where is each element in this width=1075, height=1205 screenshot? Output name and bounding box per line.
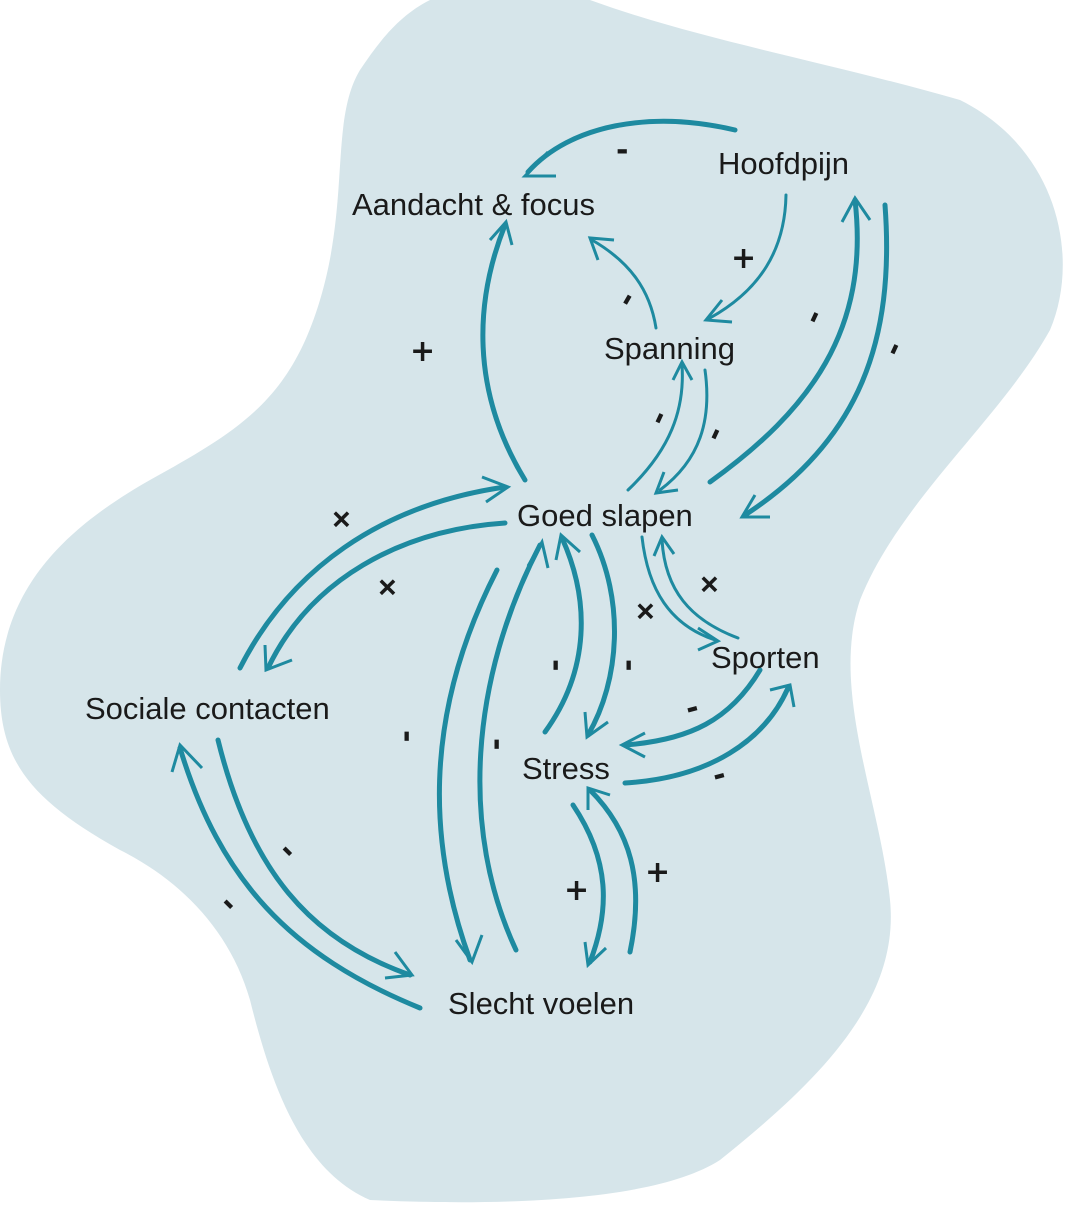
arrows xyxy=(170,118,890,1011)
arrowhead-sporten-to-goedslapen xyxy=(652,533,676,557)
arrowhead-spanning-to-goedslapen xyxy=(653,471,679,495)
node-stress: Stress xyxy=(522,751,610,786)
arrow-stress-to-slechtvoelen xyxy=(570,802,606,965)
sign-hoofdpijn-aandacht: - xyxy=(616,133,628,168)
node-labels: Aandacht & focus Hoofdpijn Spanning Goed… xyxy=(85,146,849,1021)
arrowhead-goedslapen-to-sociale xyxy=(263,644,293,673)
arrow-spanning-to-aandacht xyxy=(590,238,658,330)
arrowhead-slechtvoelen-to-goedslapen xyxy=(526,537,550,569)
arrowhead-slechtvoelen-to-stress xyxy=(586,785,611,810)
arrowhead-sociale-to-goedslapen xyxy=(481,475,512,504)
arrowhead-goedslapen-to-hoofdpijn xyxy=(840,195,872,223)
arrow-goedslapen-to-sporten xyxy=(640,535,717,642)
arrowhead-sociale-to-slechtvoelen xyxy=(384,951,415,980)
arrow-goedslapen-to-stress xyxy=(585,532,617,738)
arrow-slechtvoelen-to-goedslapen xyxy=(477,542,543,953)
arrow-goedslapen-to-aandacht xyxy=(480,222,528,483)
arrow-hoofdpijn-to-spanning xyxy=(708,193,788,320)
arrowhead-stress-to-slechtvoelen xyxy=(583,941,608,969)
arrowhead-hoofdpijn-to-aandacht xyxy=(521,150,556,178)
arrowhead-goedslapen-to-spanning xyxy=(671,358,694,381)
arrowhead-stress-to-sporten xyxy=(769,683,796,708)
arrowhead-spanning-to-aandacht xyxy=(587,236,615,261)
node-goed-slapen: Goed slapen xyxy=(517,498,693,533)
arrowhead-slechtvoelen-to-sociale xyxy=(170,742,204,773)
arrowhead-goedslapen-to-aandacht xyxy=(488,218,514,246)
sign-stress-goedslapen: - xyxy=(539,659,574,671)
arrow-slechtvoelen-to-sociale xyxy=(177,745,423,1011)
arrow-goedslapen-to-spanning xyxy=(626,363,684,492)
node-spanning: Spanning xyxy=(604,331,735,366)
arrowhead-hoofdpijn-to-goedslapen xyxy=(739,494,770,519)
arrow-stress-to-sporten xyxy=(622,685,791,786)
node-sporten: Sporten xyxy=(711,640,820,675)
arrow-spanning-to-goedslapen xyxy=(658,368,709,492)
sign-goedslapen-stress: - xyxy=(612,659,647,671)
arrowhead-goedslapen-to-stress xyxy=(583,711,609,740)
sign-slechtvoelen-goedslapen: - xyxy=(480,738,515,750)
arrow-sociale-to-slechtvoelen xyxy=(215,737,413,978)
arrow-goedslapen-to-slechtvoelen xyxy=(436,567,500,963)
arrow-goedslapen-to-sociale xyxy=(265,520,508,671)
arrow-hoofdpijn-to-goedslapen xyxy=(742,202,890,518)
arrowhead-sporten-to-stress xyxy=(618,731,646,759)
node-sociale-contacten: Sociale contacten xyxy=(85,691,330,726)
sign-goedslapen-aandacht: + xyxy=(410,334,435,369)
arrow-sporten-to-stress xyxy=(622,667,763,748)
arrow-stress-to-goedslapen xyxy=(542,535,584,735)
sign-stress-slechtvoelen: + xyxy=(564,873,589,908)
node-hoofdpijn: Hoofdpijn xyxy=(718,146,849,181)
arrowhead-goedslapen-to-slechtvoelen xyxy=(454,934,484,966)
sign-slechtvoelen-stress: + xyxy=(645,855,670,890)
arrowhead-hoofdpijn-to-spanning xyxy=(703,299,733,324)
arrowhead-goedslapen-to-sporten xyxy=(697,626,722,652)
arrow-sociale-to-goedslapen xyxy=(237,484,508,671)
arrowhead-stress-to-goedslapen xyxy=(554,532,582,561)
node-aandacht-focus: Aandacht & focus xyxy=(352,187,595,222)
node-slecht-voelen: Slecht voelen xyxy=(448,986,634,1021)
sign-goedslapen-slechtvoelen: - xyxy=(390,730,425,742)
arrow-sporten-to-goedslapen xyxy=(660,538,740,640)
arrow-goedslapen-to-hoofdpijn xyxy=(707,197,860,485)
sign-hoofdpijn-spanning: + xyxy=(731,241,756,276)
arrow-slechtvoelen-to-stress xyxy=(587,787,639,955)
